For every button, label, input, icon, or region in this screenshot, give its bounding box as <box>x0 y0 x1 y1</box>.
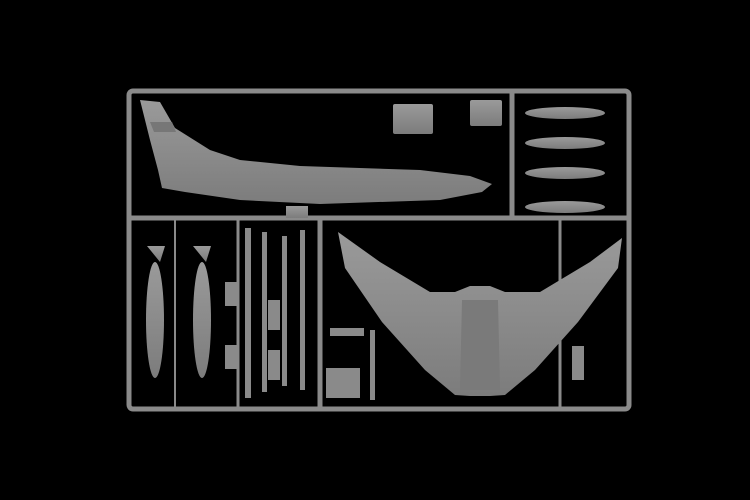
wing <box>338 232 622 396</box>
sprue-frame <box>126 88 632 412</box>
bombs <box>146 246 211 378</box>
small-parts-top <box>286 100 502 218</box>
fuselage-half <box>140 100 492 204</box>
drop-tanks <box>525 107 605 213</box>
small-parts-middle <box>225 228 584 400</box>
